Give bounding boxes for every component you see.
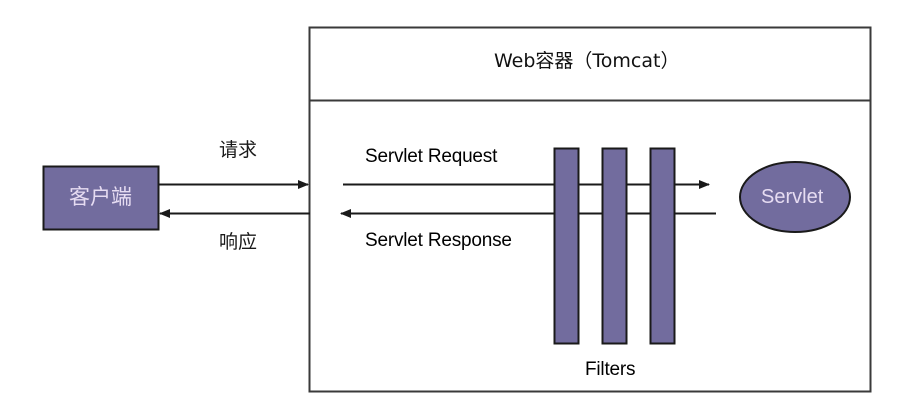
- filter-bar: [649, 147, 676, 345]
- servlet-response-label: Servlet Response: [365, 230, 512, 251]
- servlet-ellipse: [739, 161, 851, 233]
- filters-label: Filters: [585, 359, 636, 380]
- client-box: [42, 165, 160, 231]
- servlet-request-label: Servlet Request: [365, 146, 498, 167]
- web-container-title: Web容器（Tomcat）: [494, 50, 680, 72]
- servlet-label: Servlet: [761, 186, 824, 208]
- request-arrow-label: 请求: [219, 139, 258, 161]
- filter-bar: [601, 147, 628, 345]
- client-box-label: 客户端: [69, 185, 132, 209]
- response-arrow-label: 响应: [219, 231, 258, 253]
- filter-bar: [553, 147, 580, 345]
